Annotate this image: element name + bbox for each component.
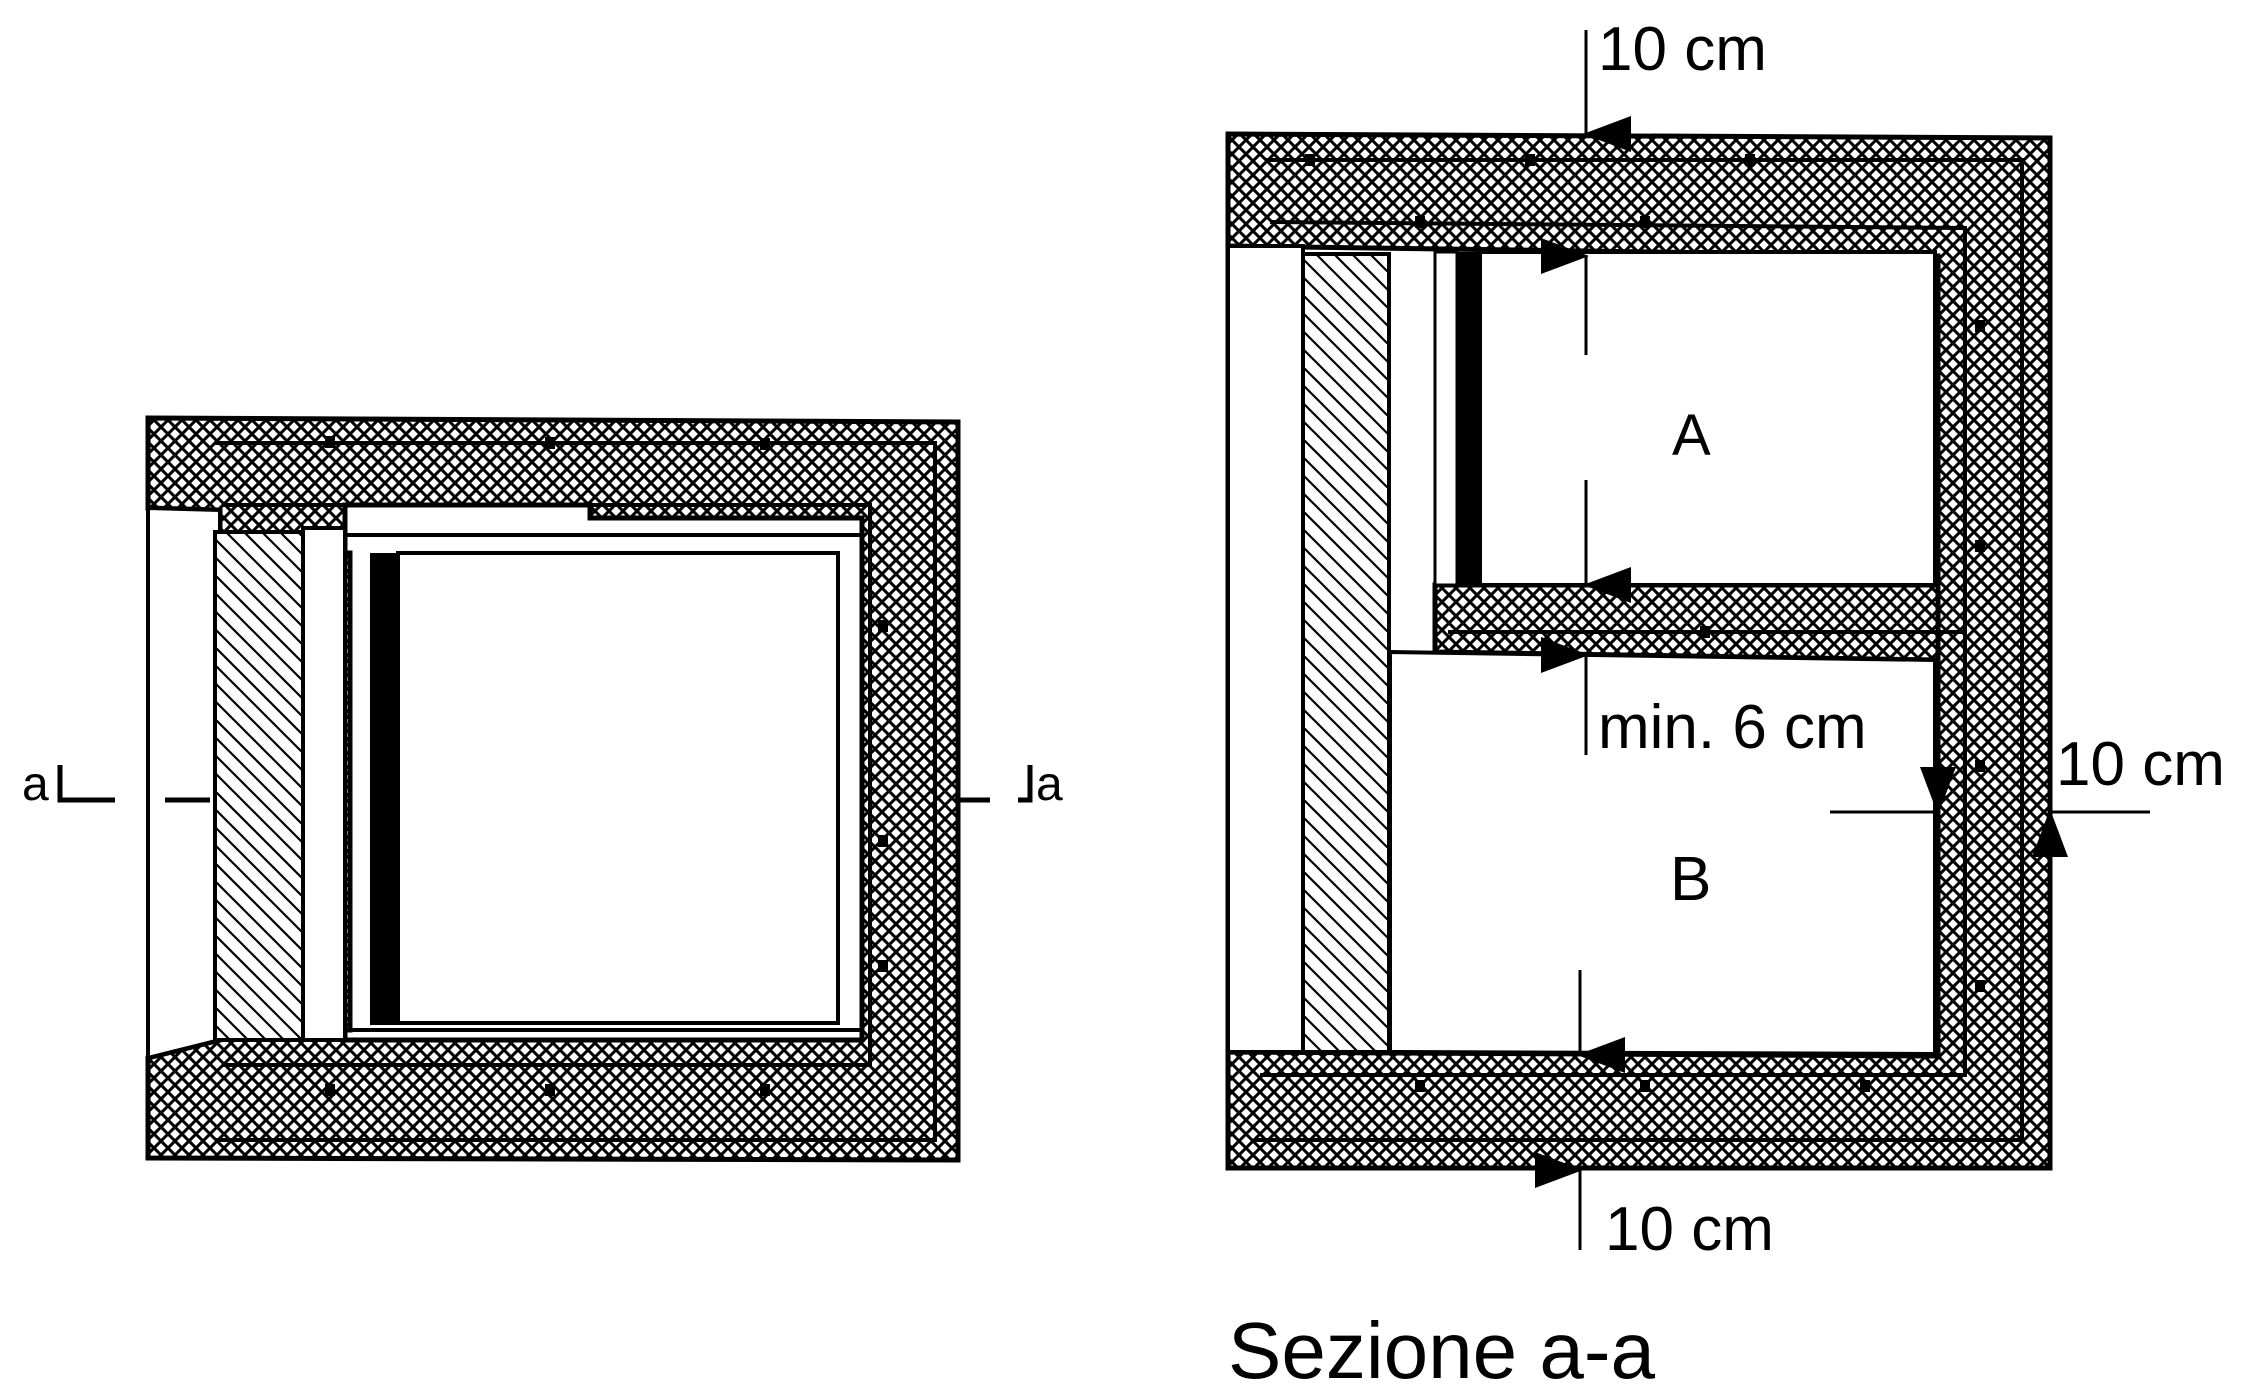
room-a <box>1478 250 1937 587</box>
plan-door-leaf <box>370 553 398 1025</box>
section-intermediate-slab <box>1432 582 1941 663</box>
plan-masonry-block <box>213 530 305 1042</box>
room-a-label: A <box>1672 403 1711 468</box>
section-inner-liner-line <box>1260 220 1967 1077</box>
plan-wall-studs <box>325 436 888 1096</box>
section-view: A B 10 cm min. 6 cm 10 cm 10 cm Sezione … <box>1225 15 2225 1395</box>
section-door-leaf <box>1457 252 1479 585</box>
section-mark-right: a <box>1036 758 1063 811</box>
room-b-label: B <box>1670 845 1711 914</box>
section-door-frame <box>1433 250 1459 587</box>
plan-door-opening <box>146 505 222 1061</box>
plan-view: a a <box>22 415 1063 1163</box>
dimension-top-label: 10 cm <box>1598 15 1767 84</box>
section-cut-right <box>955 765 1033 803</box>
section-liner-line <box>1255 158 2024 1142</box>
section-title: Sezione a-a <box>1228 1306 1655 1395</box>
section-cut-left <box>57 765 210 803</box>
plan-outer-wall-line <box>215 441 937 1142</box>
dimension-right-label: 10 cm <box>2056 730 2225 799</box>
plan-inner-wall-line <box>222 503 872 1067</box>
dimension-middle-label: min. 6 cm <box>1598 693 1867 762</box>
section-wall-studs <box>1305 154 1985 1092</box>
plan-inner-liner-line <box>345 533 864 1032</box>
section-mark-left: a <box>22 758 49 811</box>
section-door-opening <box>1226 244 1305 1054</box>
section-masonry-block <box>1301 252 1391 1054</box>
plan-door-frame <box>301 526 347 1042</box>
dimension-bottom-label: 10 cm <box>1605 1195 1774 1264</box>
plan-room-interior <box>396 551 840 1025</box>
